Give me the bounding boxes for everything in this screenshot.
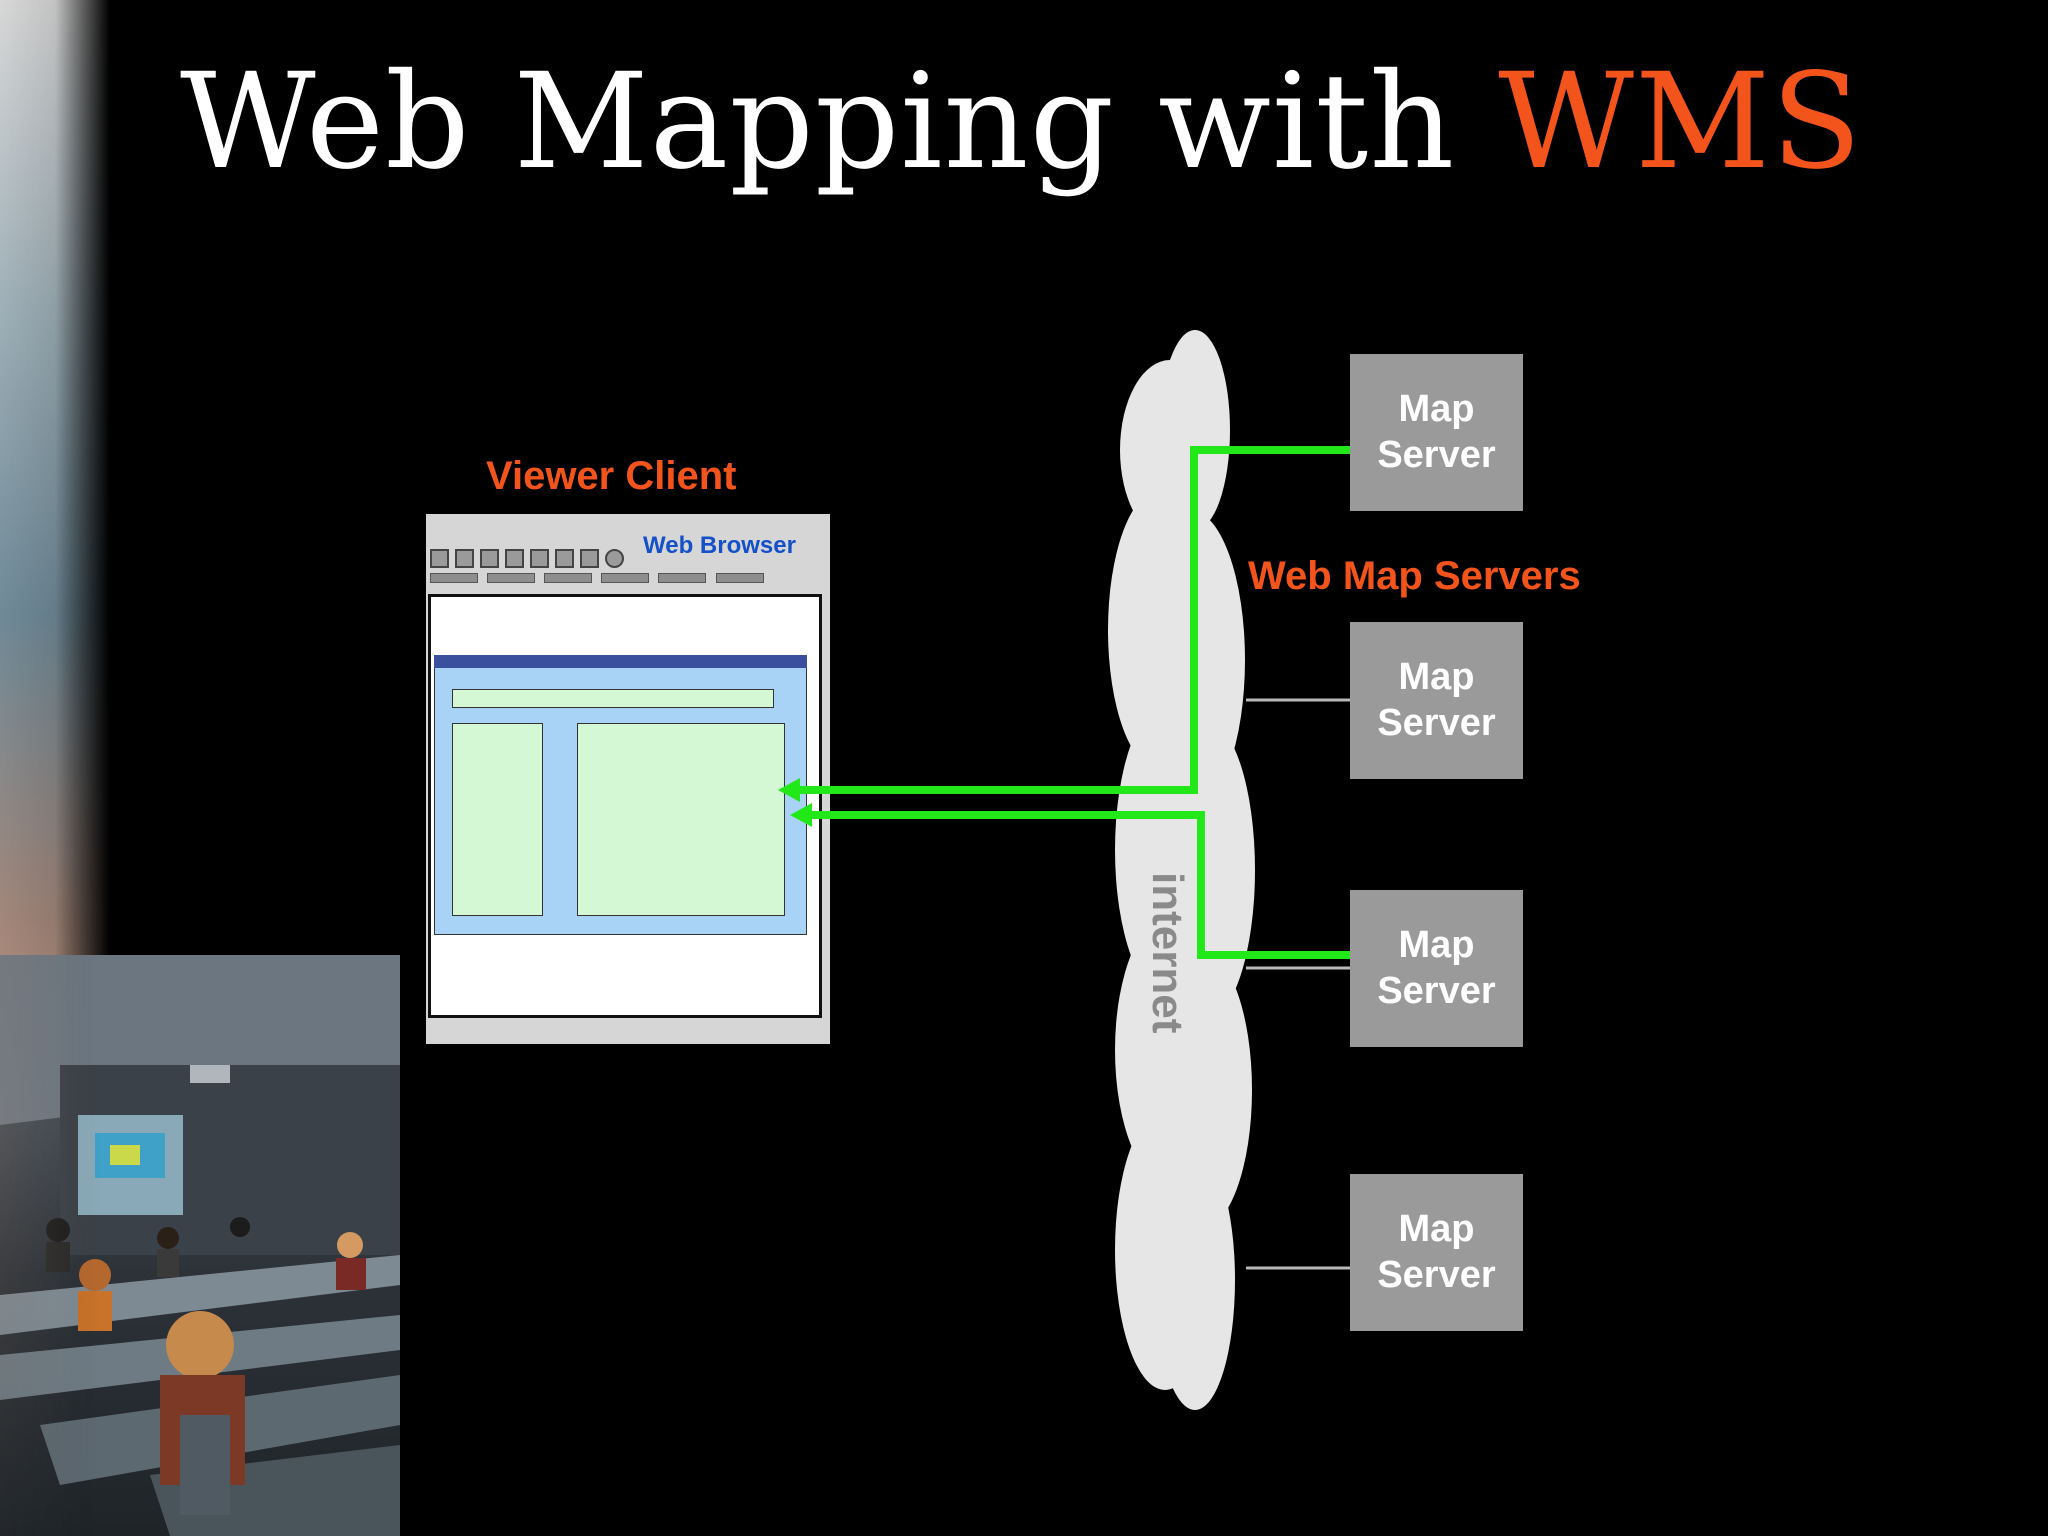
toolbar-button [555,549,574,568]
toolbar-button [530,549,549,568]
map-server-3: Map Server [1350,890,1523,1047]
map-server-label: Map Server [1377,1207,1496,1296]
map-viewer-toolbar [452,689,774,708]
request-arrowhead [778,778,800,802]
classroom-illustration [0,955,400,1536]
toolbar-bar [487,573,535,583]
request-path-server-1 [790,446,1357,794]
slide-title: Web Mapping with WMS [180,56,1863,188]
map-server-label: Map Server [1377,655,1496,744]
map-viewer-layer-panel [452,723,543,916]
viewer-client-label: Viewer Client [486,454,737,498]
toolbar-search-icon [605,549,624,568]
toolbar-button [455,549,474,568]
toolbar-button [480,549,499,568]
toolbar-bar [430,573,478,583]
slide-title-main: Web Mapping with [180,45,1499,199]
toolbar-bar [601,573,649,583]
map-viewer-map-panel [577,723,785,916]
slide-title-accent: WMS [1498,45,1863,199]
map-server-1: Map Server [1350,354,1523,511]
classroom-photo [0,955,400,1536]
request-path-server-3 [803,811,1357,959]
map-server-label: Map Server [1377,387,1496,476]
toolbar-bar [544,573,592,583]
map-server-2: Map Server [1350,622,1523,779]
map-viewer-titlebar [434,655,807,668]
map-server-label: Map Server [1377,923,1496,1012]
toolbar-button [580,549,599,568]
request-arrowhead [790,803,812,827]
web-browser-label: Web Browser [643,532,796,559]
toolbar-button [430,549,449,568]
toolbar-bar [716,573,764,583]
web-map-servers-label: Web Map Servers [1248,554,1581,598]
map-server-4: Map Server [1350,1174,1523,1331]
internet-cloud [1108,330,1255,1410]
toolbar-bar [658,573,706,583]
toolbar-button [505,549,524,568]
